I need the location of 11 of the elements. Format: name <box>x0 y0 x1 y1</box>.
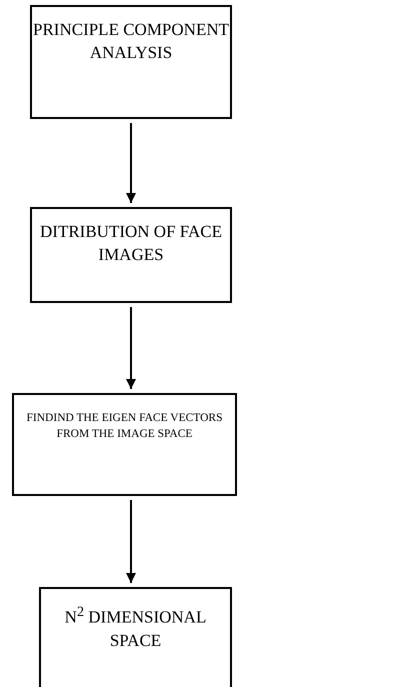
box-text: PRINCIPLE COMPONENT ANALYSIS <box>32 19 230 64</box>
process-box <box>30 207 232 303</box>
process-box <box>12 393 237 496</box>
process-box <box>30 5 232 119</box>
process-box <box>39 587 232 687</box>
box-text: DITRIBUTION OF FACE IMAGES <box>39 221 223 266</box>
arrow <box>126 307 136 389</box>
arrow <box>126 123 136 203</box>
arrow <box>126 500 136 583</box>
box-text: N$^{2}$ DIMENSIONAL SPACE <box>64 603 208 652</box>
box-text: FINDIND THE EIGEN FACE VECTORS FROM THE IMAGE SPACE <box>26 411 224 442</box>
